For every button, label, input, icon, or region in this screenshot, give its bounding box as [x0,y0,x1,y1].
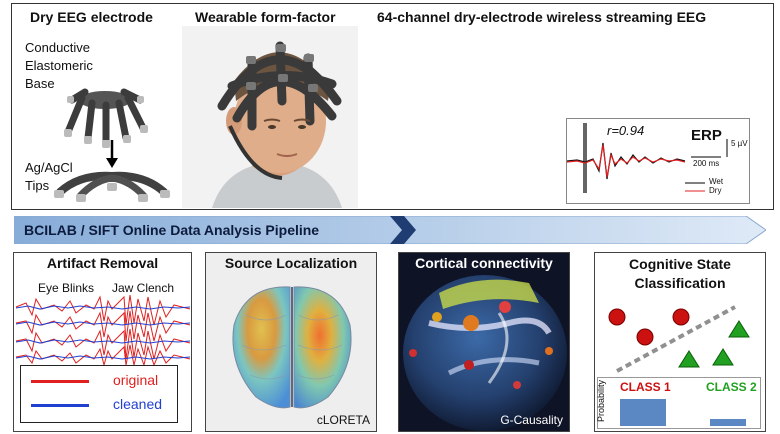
brain-map [232,286,352,409]
wireless-title: 64-channel dry-electrode wireless stream… [377,9,707,25]
connectivity-map [399,253,569,431]
classification-panel: Cognitive State Classification Probabili… [594,252,766,432]
cleaned-legend-label: cleaned [113,396,163,412]
class2-point [678,350,700,368]
original-legend-label: original [113,372,159,388]
probability-axis-label: Probability [596,379,607,423]
class1-point [608,308,626,326]
erp-time-scale: 200 ms [693,159,720,168]
cortical-connectivity-panel: Cortical connectivity G-Causality [398,252,570,432]
class2-label: CLASS 2 [706,380,757,394]
cortical-connectivity-title: Cortical connectivity [415,255,553,271]
class2-point [712,348,734,366]
eye-blinks-label: Eye Blinks [38,281,95,295]
tips-label: Ag/AgCl Tips [25,160,73,193]
electrode-top-view [64,88,148,148]
probability-chart: Probability CLASS 1 CLASS 2 [596,377,761,429]
source-localization-panel: Source Localization [205,252,377,432]
pipeline-banner: BCILAB / SIFT Online Data Analysis Pipel… [14,216,766,244]
electrode-title: Dry EEG electrode [30,9,153,25]
erp-figure: r=0.94 ERP 5 µV 200 ms Wet Dry [566,118,750,204]
class2-probability-bar [710,419,746,426]
electrode-bottom-view [54,171,170,202]
erp-waveforms [567,123,728,193]
class1-label: CLASS 1 [620,380,671,394]
original-legend-line [31,380,89,383]
class1-point [636,328,654,346]
dry-electrode-illustration [54,88,170,202]
class-scatter [608,305,750,373]
cleaned-legend-line [31,404,89,407]
erp-legend-dry: Dry [709,186,722,195]
pipeline-title: BCILAB / SIFT Online Data Analysis Pipel… [24,222,320,238]
erp-amplitude-scale: 5 µV [731,139,748,148]
cleaned-traces [15,305,191,360]
class1-probability-bar [620,399,666,426]
class1-point [672,308,690,326]
decision-boundary [616,305,736,373]
original-traces [15,295,191,365]
jaw-clench-label: Jaw Clench [112,281,175,295]
conductive-base-label: Conductive Elastomeric Base [25,40,93,91]
erp-label: ERP [691,127,722,144]
wearable-title: Wearable form-factor [195,9,336,25]
cloreta-label: cLORETA [316,413,370,427]
artifact-traces [15,295,191,365]
pipeline-arrows [14,216,766,244]
class2-point [728,320,750,338]
classification-title: Cognitive State Classification [629,256,731,291]
down-arrow-icon [106,140,118,168]
artifact-removal-title: Artifact Removal [46,255,159,271]
g-causality-label: G-Causality [500,413,563,427]
erp-legend-wet: Wet [709,177,724,186]
source-localization-title: Source Localization [224,255,358,271]
headset-photo [182,26,358,208]
artifact-legend: original cleaned [20,365,178,423]
artifact-removal-panel: Artifact Removal Eye Blinks Jaw Clench o… [13,252,192,432]
erp-correlation: r=0.94 [607,123,645,138]
